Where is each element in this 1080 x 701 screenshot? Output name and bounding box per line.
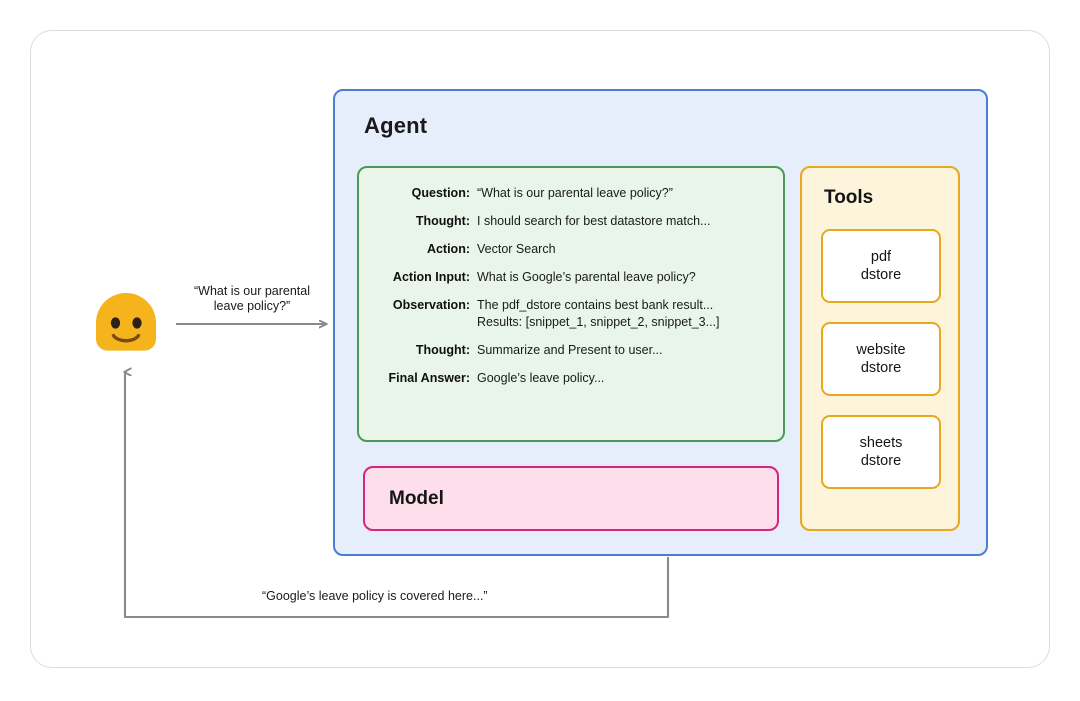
trace-value-action-input: What is Google’s parental leave policy?	[477, 270, 696, 284]
tool-card-sheets-dstore[interactable]: sheets dstore	[821, 415, 941, 489]
tool-card-website-dstore-line1: website	[856, 342, 906, 358]
trace-value-observation: The pdf_dstore contains best bank result…	[477, 297, 783, 331]
user-query-line1: “What is our parental	[193, 284, 311, 298]
agent-answer-label: “Google’s leave policy is covered here..…	[256, 589, 494, 603]
tool-card-sheets-dstore-line2: dstore	[860, 453, 902, 469]
trace-row: Action Input: What is Google’s parental …	[359, 269, 783, 286]
model-panel: Model	[363, 466, 779, 531]
trace-value-action: Vector Search	[477, 242, 556, 256]
trace-label-thought-2: Thought:	[415, 343, 470, 357]
user-query-line2: leave policy?”	[213, 299, 291, 313]
trace-label-question: Question:	[411, 186, 470, 200]
trace-row: Observation: The pdf_dstore contains bes…	[359, 297, 783, 331]
trace-label-observation: Observation:	[392, 298, 470, 312]
trace-label-final-answer: Final Answer:	[388, 371, 471, 385]
tool-card-pdf-dstore[interactable]: pdf dstore	[821, 229, 941, 303]
trace-row: Thought: Summarize and Present to user..…	[359, 342, 783, 359]
trace-label-action-input: Action Input:	[392, 270, 470, 284]
trace-label-action: Action:	[426, 242, 470, 256]
trace-row: Thought: I should search for best datast…	[359, 213, 783, 230]
tool-card-pdf-dstore-line1: pdf	[870, 249, 892, 265]
tools-title: Tools	[824, 187, 874, 208]
agent-title: Agent	[364, 113, 428, 138]
trace-value-thought-1: I should search for best datastore match…	[477, 214, 711, 228]
trace-label-thought-1: Thought:	[415, 214, 470, 228]
smiley-face-icon	[96, 293, 156, 351]
tool-card-website-dstore[interactable]: website dstore	[821, 322, 941, 396]
trace-value-observation-line2: Results: [snippet_1, snippet_2, snippet_…	[477, 315, 720, 329]
user-avatar	[92, 292, 160, 354]
trace-value-observation-line1: The pdf_dstore contains best bank result…	[477, 298, 714, 312]
tools-panel: Tools pdf dstore website dstore sheets d…	[800, 166, 960, 531]
trace-row: Question: “What is our parental leave po…	[359, 185, 783, 202]
react-trace-rows: Question: “What is our parental leave po…	[359, 185, 783, 398]
react-trace-panel: Question: “What is our parental leave po…	[357, 166, 785, 442]
tool-card-website-dstore-line2: dstore	[860, 360, 902, 376]
trace-value-question: “What is our parental leave policy?”	[477, 186, 673, 200]
tool-card-sheets-dstore-line1: sheets	[859, 435, 903, 451]
trace-value-thought-2: Summarize and Present to user...	[477, 343, 663, 357]
trace-row: Action: Vector Search	[359, 241, 783, 258]
tool-card-pdf-dstore-line2: dstore	[860, 267, 902, 283]
model-title: Model	[389, 487, 444, 509]
tools-list: pdf dstore website dstore sheets dstore	[821, 229, 941, 508]
trace-row: Final Answer: Google’s leave policy...	[359, 370, 783, 387]
trace-value-final-answer: Google’s leave policy...	[477, 371, 605, 385]
user-query-label: “What is our parental leave policy?”	[172, 284, 332, 314]
